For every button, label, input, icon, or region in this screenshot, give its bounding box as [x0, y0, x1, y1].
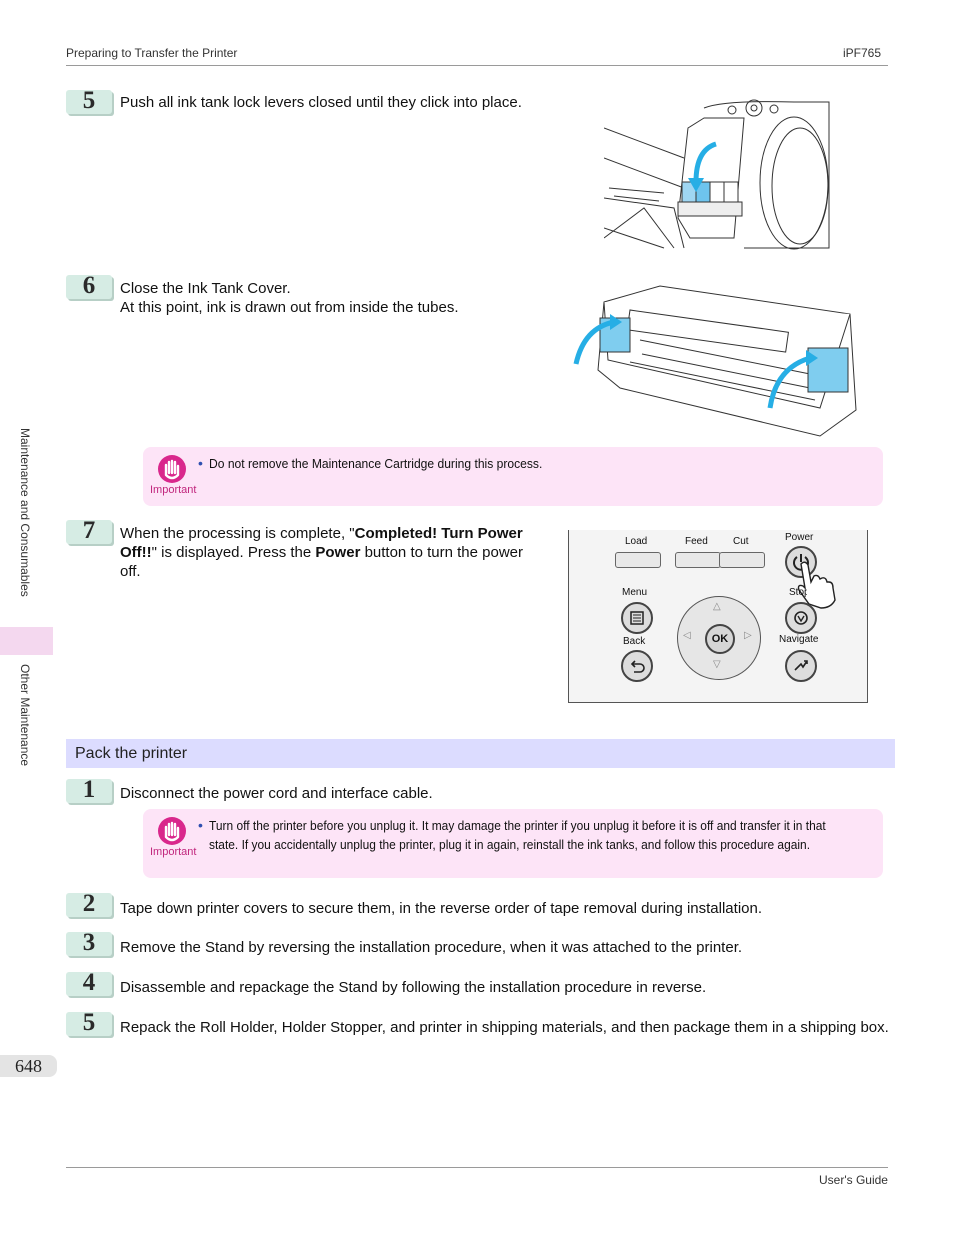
- load-label: Load: [625, 536, 648, 547]
- side-tab-highlight: [0, 627, 53, 655]
- running-header-title: Preparing to Transfer the Printer: [66, 46, 238, 60]
- step-text: Tape down printer covers to secure them,…: [120, 900, 762, 917]
- cut-label: Cut: [733, 536, 749, 547]
- footer-guide-title: User's Guide: [819, 1173, 888, 1187]
- important-text: Do not remove the Maintenance Cartridge …: [209, 456, 543, 471]
- navigate-button[interactable]: [785, 650, 817, 682]
- power-label: Power: [785, 532, 814, 543]
- important-label: Important: [150, 484, 197, 496]
- step-text: Repack the Roll Holder, Holder Stopper, …: [120, 1019, 889, 1036]
- navigate-label: Navigate: [779, 634, 819, 645]
- power-icon: [793, 554, 809, 571]
- side-section-label: Maintenance and Consumables: [18, 428, 32, 597]
- stop-button[interactable]: [785, 602, 817, 634]
- footer-rule: [66, 1167, 888, 1168]
- bullet: •: [198, 455, 203, 471]
- stop-label: Stop: [789, 587, 807, 598]
- step-badge: 5: [66, 1009, 112, 1036]
- step-badge: 2: [66, 890, 112, 917]
- important-hand-icon: [158, 455, 186, 483]
- step-text: Disconnect the power cord and interface …: [120, 785, 433, 802]
- important-label: Important: [150, 846, 197, 858]
- ok-button[interactable]: OK: [705, 624, 735, 654]
- page-number-tab: 648: [0, 1055, 57, 1077]
- menu-label: Menu: [622, 587, 648, 598]
- left-arrow-icon[interactable]: ◁: [683, 630, 691, 641]
- bullet: •: [198, 817, 203, 833]
- section-heading-bar: Pack the printer: [66, 739, 895, 768]
- right-arrow-icon[interactable]: ▷: [744, 630, 752, 641]
- step-badge: 6: [66, 272, 112, 299]
- feed-label: Feed: [685, 536, 708, 547]
- step-badge: 5: [66, 87, 112, 114]
- step-text-line1: Close the Ink Tank Cover.: [120, 280, 291, 297]
- running-header-model: iPF765: [843, 46, 882, 60]
- important-hand-icon: [158, 817, 186, 845]
- important-note: Important • Do not remove the Maintenanc…: [143, 447, 883, 506]
- control-panel-illustration: Load Feed Cut Power Menu Stop OK △ ▽ ◁ ▷…: [568, 530, 868, 703]
- menu-icon: [630, 611, 644, 625]
- power-button[interactable]: [785, 546, 817, 578]
- down-arrow-icon[interactable]: ▽: [713, 659, 721, 670]
- stop-icon: [794, 611, 808, 625]
- back-label: Back: [623, 636, 646, 647]
- cut-button[interactable]: [719, 552, 765, 568]
- up-arrow-icon[interactable]: △: [713, 601, 721, 612]
- step-text: Disassemble and repackage the Stand by f…: [120, 979, 707, 996]
- navigate-icon: [794, 660, 808, 671]
- step-text: When the processing is complete, "Comple…: [120, 525, 524, 580]
- menu-button[interactable]: [621, 602, 653, 634]
- printer-cover-illustration: [573, 285, 857, 437]
- step-badge: 3: [66, 929, 112, 956]
- step-badge: 4: [66, 969, 112, 996]
- pointing-hand-icon: [797, 561, 836, 609]
- header-rule: [66, 65, 888, 66]
- back-button[interactable]: [621, 650, 653, 682]
- section-heading: Pack the printer: [75, 745, 188, 762]
- back-icon: [630, 660, 645, 673]
- ink-tank-lock-illustration: [604, 99, 830, 250]
- step-badge: 1: [66, 776, 112, 803]
- step-text: Remove the Stand by reversing the instal…: [120, 939, 743, 956]
- step-badge: 7: [66, 517, 112, 544]
- page-number: 648: [15, 1056, 42, 1076]
- feed-button[interactable]: [675, 552, 721, 568]
- step-text-line2: At this point, ink is drawn out from ins…: [120, 299, 459, 316]
- load-button[interactable]: [615, 552, 661, 568]
- important-text: Turn off the printer before you unplug i…: [209, 818, 826, 852]
- side-subsection-label: Other Maintenance: [18, 664, 32, 767]
- step-text: Push all ink tank lock levers closed unt…: [120, 94, 522, 111]
- navigation-dial[interactable]: OK △ ▽ ◁ ▷: [677, 596, 761, 680]
- important-note: Important • Turn off the printer before …: [143, 809, 883, 878]
